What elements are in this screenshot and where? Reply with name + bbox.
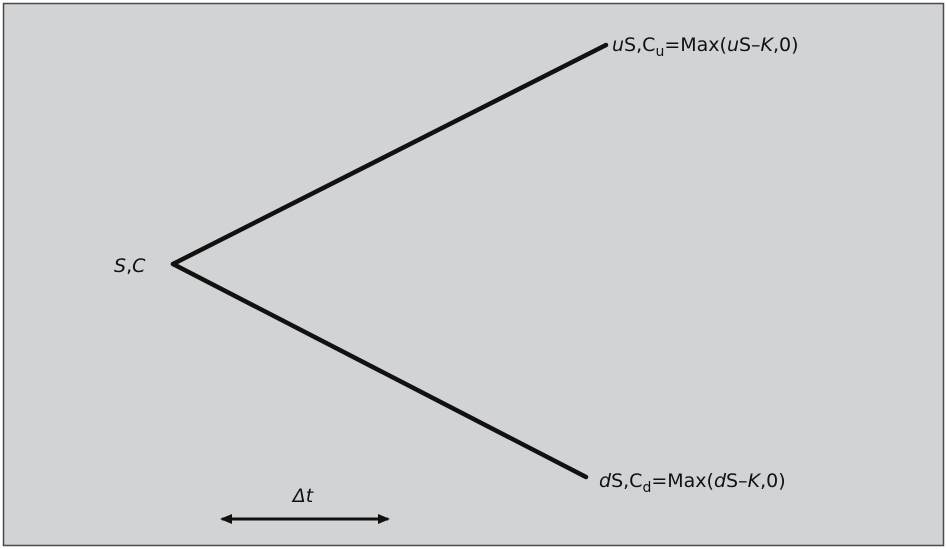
down-C-subscript: d [642,480,651,496]
up-factor: u [612,34,624,56]
up-K: K [761,34,775,56]
down-factor: d [599,470,612,492]
down-S: S [611,470,623,492]
up-max-open: =Max( [664,34,727,56]
down-C: C [629,470,642,492]
down-node-label: dS,Cd=Max(dS–K,0) [599,470,786,496]
up-C: C [642,34,655,56]
up-S-minus: S– [739,34,761,56]
up-branch-line [170,42,609,267]
root-comma: , [126,255,132,277]
up-S: S [624,34,636,56]
up-C-subscript: u [655,44,664,60]
up-factor-2: u [727,34,739,56]
down-tail: ,0) [760,470,786,492]
up-comma: , [636,34,642,56]
root-C: C [132,255,146,277]
up-node-label: uS,Cu=Max(uS–K,0) [612,34,799,60]
up-tail: ,0) [773,34,799,56]
down-branch-line [170,261,589,480]
root-node-label: S,C [114,255,146,277]
down-max-open: =Max( [651,470,714,492]
down-S-minus: S– [726,470,748,492]
down-K: K [748,470,762,492]
root-S: S [114,255,126,277]
down-factor-2: d [714,470,727,492]
down-comma: , [623,470,629,492]
time-step-label: Δt [291,485,315,507]
